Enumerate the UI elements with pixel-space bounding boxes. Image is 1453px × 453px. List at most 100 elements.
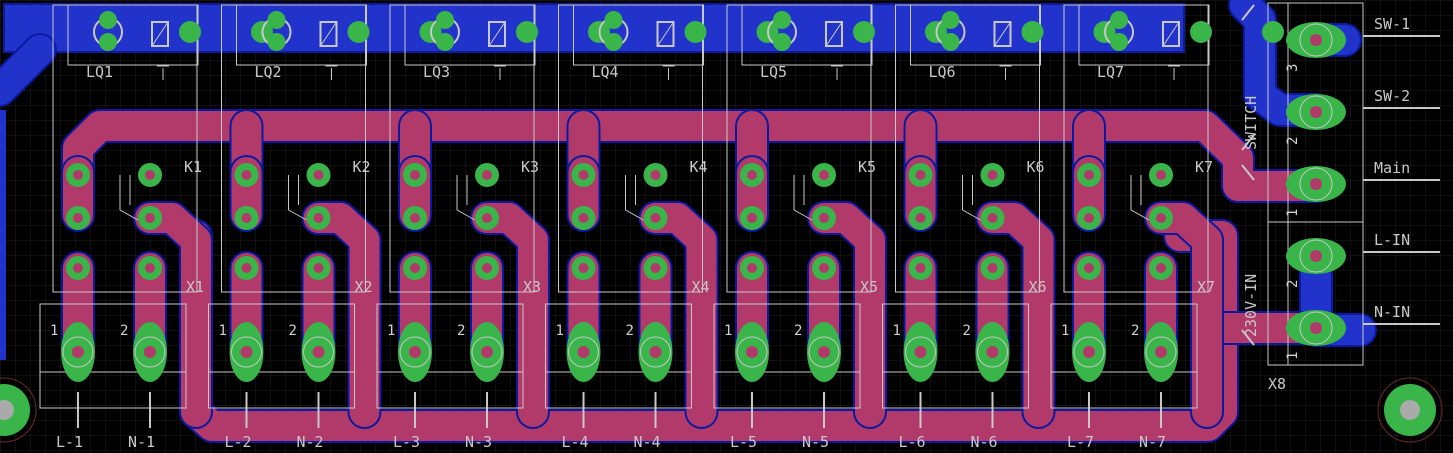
terminal-ring-icon bbox=[303, 336, 334, 368]
line-output-label: L-6 bbox=[899, 433, 926, 451]
relay-pad-hole bbox=[578, 213, 589, 223]
neutral-output-label: N-4 bbox=[634, 433, 661, 451]
relay-contact-symbol bbox=[793, 175, 813, 221]
terminal-hole bbox=[312, 346, 325, 358]
relay-pad-hole bbox=[145, 170, 155, 180]
terminal-ring-icon bbox=[568, 336, 599, 368]
terminal-outline bbox=[39, 303, 187, 409]
resistor-slash bbox=[488, 21, 506, 47]
neutral-output-label: N-2 bbox=[297, 433, 324, 451]
pin-2-number: 2 bbox=[963, 323, 971, 339]
terminal-ring-icon bbox=[736, 336, 768, 368]
x8-bracket-marks bbox=[1241, 4, 1255, 346]
relay-pad-hole bbox=[313, 263, 324, 273]
terminal-ring-icon bbox=[1073, 336, 1105, 368]
x8-hole bbox=[1310, 322, 1322, 334]
terminal-hole bbox=[481, 346, 493, 358]
pin-2-number: 2 bbox=[626, 323, 634, 339]
terminal-label: X2 bbox=[355, 278, 373, 296]
relay-contact-symbol bbox=[119, 175, 139, 221]
terminal-outline bbox=[545, 303, 692, 409]
net-label-l-in: L-IN bbox=[1374, 231, 1410, 249]
relay-pad-hole bbox=[73, 263, 83, 273]
neutral-output-label: N-7 bbox=[1139, 433, 1166, 451]
terminal-label: X4 bbox=[692, 278, 710, 296]
relay-pad-hole bbox=[819, 213, 829, 223]
relay-pad-hole bbox=[650, 213, 661, 223]
terminal-ring-icon bbox=[471, 336, 503, 368]
relay-pad-hole bbox=[915, 213, 926, 223]
terminal-outline bbox=[1050, 303, 1198, 409]
x8-hole bbox=[1310, 178, 1322, 190]
relay-pad-hole bbox=[650, 263, 661, 273]
led-pad bbox=[604, 33, 623, 51]
led-pad bbox=[941, 11, 960, 29]
resistor-pad bbox=[1190, 21, 1212, 43]
line-output-label: L-3 bbox=[393, 433, 420, 451]
led-bus-copper bbox=[3, 3, 1185, 53]
relay-pad-hole bbox=[578, 170, 589, 180]
led-pad bbox=[267, 11, 286, 29]
terminal-hole bbox=[1083, 346, 1095, 358]
led-label: LQ1 bbox=[86, 63, 113, 81]
resistor-pad bbox=[179, 21, 201, 43]
terminal-ring-icon bbox=[399, 336, 431, 368]
mounting-hole-pad bbox=[0, 384, 30, 436]
net-label-sw1: SW-1 bbox=[1374, 15, 1410, 33]
relay-pad-hole bbox=[313, 170, 324, 180]
terminal-label: X3 bbox=[523, 278, 541, 296]
x8-hole bbox=[1310, 250, 1322, 262]
left-bus-diagonal bbox=[0, 35, 55, 105]
resistor-slash bbox=[994, 21, 1011, 47]
terminal-outline bbox=[713, 303, 861, 409]
switch-group-label: SWITCH bbox=[1242, 96, 1260, 150]
relay-pad-hole bbox=[819, 263, 829, 273]
relay-label: K3 bbox=[521, 158, 539, 176]
terminal-outline bbox=[208, 303, 355, 409]
x8-in-pin-2-number: 2 bbox=[1285, 280, 1301, 288]
relay-pad-hole bbox=[482, 170, 492, 180]
pin-2-number: 2 bbox=[120, 323, 128, 339]
connector-x8: X8 SWITCH 230V-IN 3 2 1 2 1 SW-1 SW-2 Ma… bbox=[1242, 15, 1410, 393]
x8-ring-icon bbox=[1299, 95, 1333, 129]
relay-label: K5 bbox=[858, 158, 876, 176]
terminal-hole bbox=[409, 346, 421, 358]
relay-pad-hole bbox=[241, 170, 252, 180]
x8-ring-icon bbox=[1299, 23, 1333, 57]
terminal-hole bbox=[1155, 346, 1167, 358]
relay-contact-symbol bbox=[625, 175, 644, 221]
mounting-hole-icon bbox=[1400, 400, 1420, 420]
relay-pad-hole bbox=[1084, 263, 1094, 273]
relay-pad-hole bbox=[987, 170, 998, 180]
resistor-slash bbox=[657, 21, 674, 47]
led-label: LQ7 bbox=[1097, 63, 1124, 81]
relay-contact-symbol bbox=[456, 175, 476, 221]
led-pad bbox=[99, 11, 117, 29]
main-bus-trace bbox=[63, 111, 1331, 201]
terminal-outline bbox=[882, 303, 1029, 409]
pin-1-number: 1 bbox=[387, 323, 395, 339]
x8-hole bbox=[1310, 106, 1322, 118]
relay-pad-hole bbox=[1156, 170, 1166, 180]
led-pad bbox=[773, 33, 791, 51]
pin-1-number: 1 bbox=[219, 323, 227, 339]
relay-pad-hole bbox=[1156, 263, 1166, 273]
resistor-slash bbox=[1162, 21, 1180, 47]
relay-pad-hole bbox=[578, 263, 589, 273]
led-label: LQ4 bbox=[592, 63, 619, 81]
terminal-label: X7 bbox=[1197, 278, 1215, 296]
relay-pad-hole bbox=[241, 213, 252, 223]
relay-pad-hole bbox=[410, 213, 420, 223]
neutral-output-label: N-6 bbox=[971, 433, 998, 451]
terminal-hole bbox=[818, 346, 830, 358]
pin-1-number: 1 bbox=[724, 323, 732, 339]
terminal-hole bbox=[72, 346, 84, 358]
neutral-output-label: N-5 bbox=[802, 433, 829, 451]
relay-contact-symbol bbox=[962, 175, 981, 221]
line-output-label: L-5 bbox=[730, 433, 757, 451]
terminal-hole bbox=[986, 346, 999, 358]
pin-2-number: 2 bbox=[1131, 323, 1139, 339]
terminal-ring-icon bbox=[640, 336, 671, 368]
terminal-label: X6 bbox=[1029, 278, 1047, 296]
